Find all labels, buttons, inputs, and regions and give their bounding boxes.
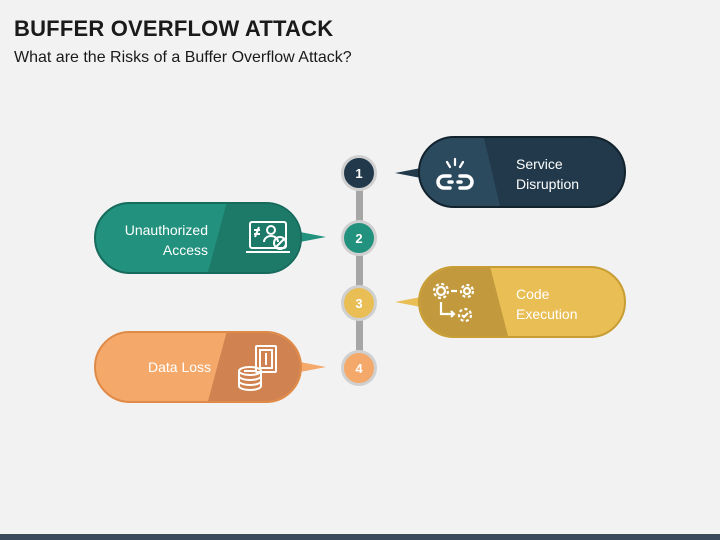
label-line-2: Disruption — [516, 176, 580, 192]
service-disruption-card: Service Disruption — [418, 136, 626, 208]
step-1-pointer — [395, 168, 421, 178]
step-2-number: 2 — [355, 230, 363, 246]
bottom-bar — [0, 534, 720, 540]
step-3-circle: 3 — [341, 285, 377, 321]
label-line-2: Access — [162, 242, 208, 258]
user-access-denied-icon — [246, 221, 290, 253]
step-4-number: 4 — [355, 360, 363, 376]
page-subtitle: What are the Risks of a Buffer Overflow … — [14, 49, 352, 66]
step-4-circle: 4 — [341, 350, 377, 386]
step-2-circle: 2 — [341, 220, 377, 256]
label-line-2: Execution — [516, 306, 578, 322]
icon-block — [420, 138, 500, 206]
gears-process-icon — [432, 282, 475, 323]
service-disruption-label: Service Disruption — [516, 154, 579, 194]
label-line-1: Service — [516, 156, 563, 172]
step-3-pointer — [395, 297, 421, 307]
label-line-1: Code — [516, 286, 550, 302]
timeline-line — [356, 186, 363, 362]
code-execution-label: Code Execution — [516, 284, 577, 324]
unauthorized-access-label: Unauthorized Access — [125, 220, 208, 260]
data-loss-label: Data Loss — [148, 357, 211, 377]
broken-chain-icon — [436, 157, 474, 190]
step-2-pointer — [300, 232, 326, 242]
page-title: BUFFER OVERFLOW ATTACK — [14, 16, 334, 41]
label-line-1: Unauthorized — [124, 222, 208, 238]
unauthorized-access-card: Unauthorized Access — [94, 202, 302, 274]
code-execution-card: Code Execution — [418, 266, 626, 338]
coins-money-icon — [238, 345, 277, 391]
data-loss-card: Data Loss — [94, 331, 302, 403]
step-1-circle: 1 — [341, 155, 377, 191]
step-1-number: 1 — [355, 165, 363, 181]
step-4-pointer — [300, 362, 326, 372]
label-line-1: Data Loss — [148, 359, 212, 375]
step-3-number: 3 — [355, 295, 363, 311]
